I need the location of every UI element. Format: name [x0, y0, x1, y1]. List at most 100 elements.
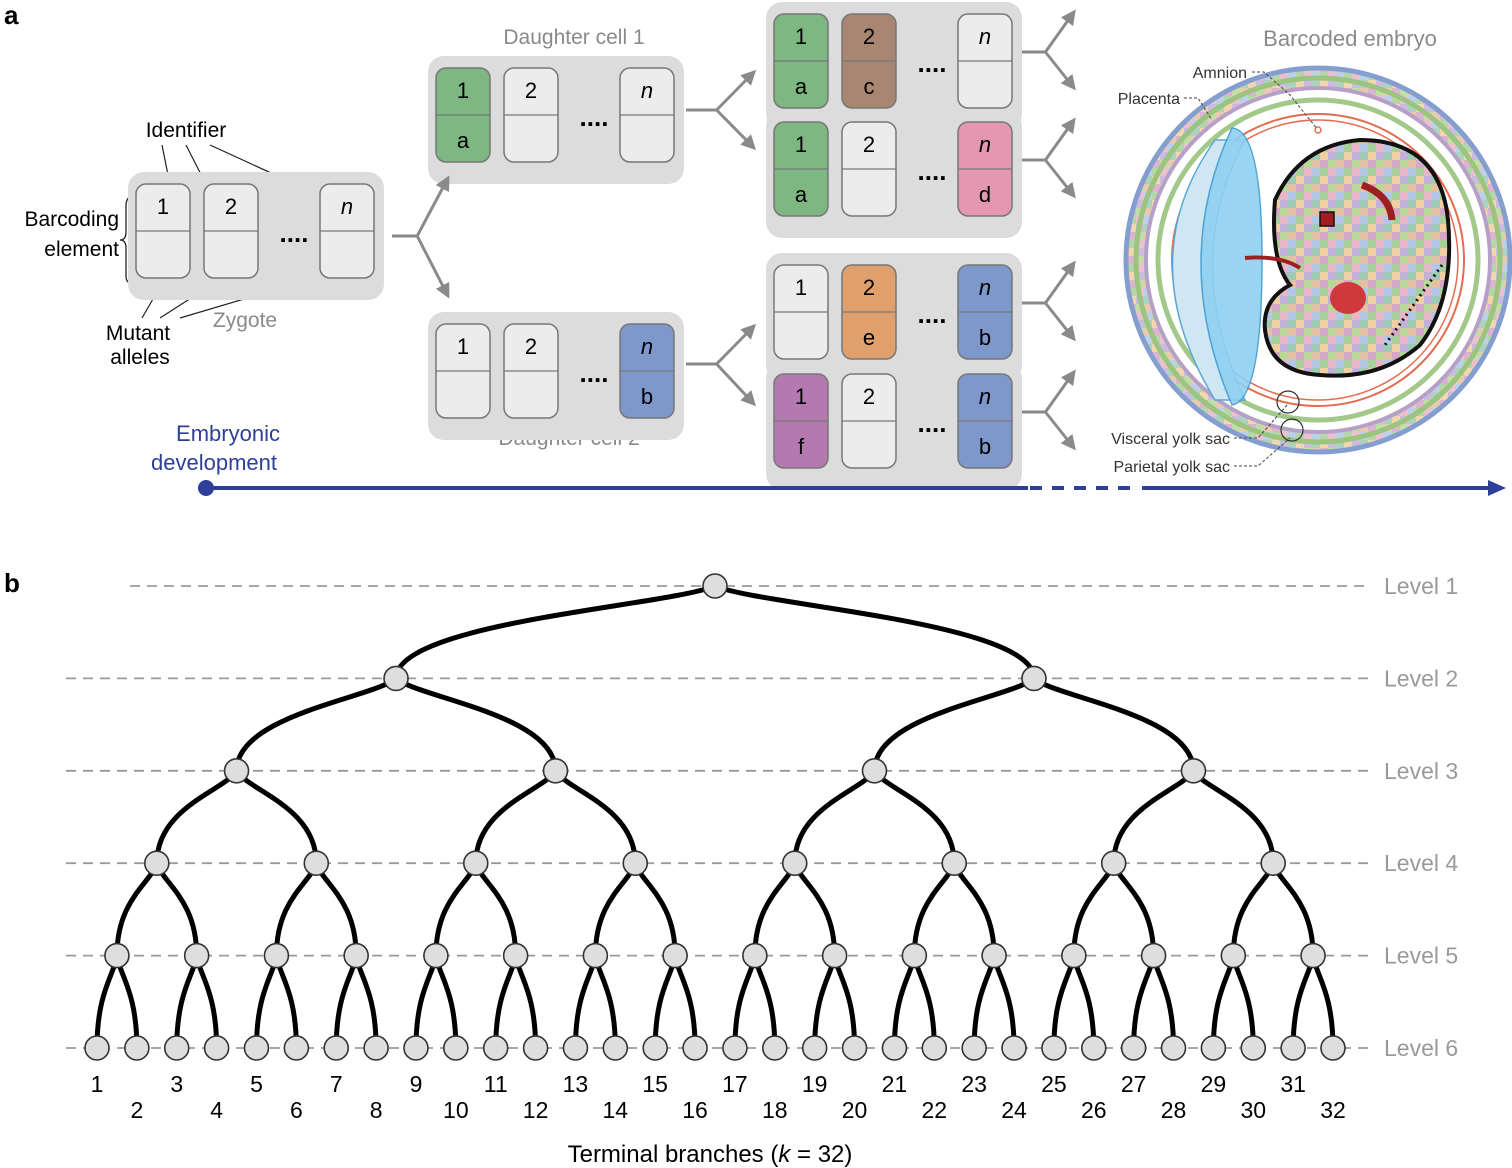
- tree-node: [462, 850, 489, 877]
- tree-branch: [871, 676, 1036, 772]
- tree-node: [482, 1035, 509, 1061]
- tree-node: [163, 1035, 190, 1061]
- level-label: Level 3: [1384, 758, 1458, 784]
- tree-node: [801, 1035, 828, 1061]
- element-identifier: n: [979, 275, 991, 300]
- leaf-label: 5: [250, 1071, 263, 1097]
- barcoding-element: 1a: [773, 13, 829, 109]
- leaf-label: 24: [1001, 1097, 1027, 1123]
- placenta-label: Placenta: [1118, 91, 1180, 108]
- gen2-division-arrow-3: [1022, 369, 1076, 451]
- leaf-label: 2: [130, 1097, 143, 1123]
- tree-branch: [632, 862, 678, 956]
- tree-branch: [513, 955, 539, 1049]
- tree-branch: [672, 955, 698, 1049]
- tree-branch: [572, 955, 598, 1049]
- tree-branch: [433, 862, 479, 956]
- tree-node: [1120, 1035, 1147, 1061]
- leaf-label: 28: [1161, 1097, 1187, 1123]
- barcoding-element: 1f: [773, 373, 829, 469]
- element-identifier: 2: [225, 194, 237, 219]
- element-identifier: 1: [457, 78, 469, 103]
- tree-branch: [812, 955, 838, 1049]
- element-identifier: 2: [863, 384, 875, 409]
- leaf-label: 30: [1240, 1097, 1266, 1123]
- tree-branch: [313, 862, 359, 956]
- level-label: Level 6: [1384, 1035, 1458, 1061]
- tree-branch: [1111, 862, 1157, 956]
- tree-branch: [1210, 955, 1236, 1049]
- tree-branch: [473, 862, 519, 956]
- tree-branch: [1191, 769, 1276, 864]
- daughter1-label: Daughter cell 1: [503, 26, 644, 49]
- tree-branch: [234, 676, 398, 772]
- tree-branch: [1071, 955, 1097, 1049]
- tree-branch: [1131, 955, 1157, 1049]
- tree-node: [1300, 942, 1326, 969]
- tree-branch: [114, 862, 160, 956]
- tree-node: [1080, 1035, 1107, 1061]
- element-allele: b: [979, 325, 991, 350]
- tree-node: [961, 1035, 987, 1061]
- element-identifier: n: [641, 334, 653, 359]
- barcoding-element: n: [319, 183, 375, 279]
- tree-node: [1140, 942, 1167, 969]
- element-identifier: 2: [863, 24, 875, 49]
- tree-branch: [872, 769, 957, 864]
- level-label: Level 4: [1384, 850, 1458, 876]
- barcoding-element: 2: [503, 323, 559, 419]
- leaf-label: 13: [563, 1071, 589, 1097]
- tree-branch: [553, 769, 638, 864]
- tree-node: [582, 942, 609, 969]
- tree-branch: [1270, 862, 1316, 956]
- gen2-division-arrow-0: [1022, 9, 1076, 91]
- tree-branch: [891, 955, 917, 1049]
- tree-node: [403, 1035, 429, 1061]
- embryo-title: Barcoded embryo: [1263, 26, 1437, 51]
- element-identifier: 2: [863, 132, 875, 157]
- tree-node: [1320, 1035, 1346, 1061]
- tree-node: [722, 1035, 748, 1061]
- tree-branch: [234, 769, 319, 864]
- element-identifier: 2: [525, 334, 537, 359]
- tree-node: [502, 942, 529, 969]
- element-identifier: n: [979, 384, 991, 409]
- tree-branch: [1032, 676, 1196, 772]
- terminal-branches-label: Terminal branches (k = 32): [568, 1141, 853, 1168]
- visceral-yolk-sac-label: Visceral yolk sac: [1111, 431, 1230, 448]
- tree-node: [84, 1035, 110, 1061]
- ellipsis: ....: [918, 48, 947, 78]
- barcoding-element: 2e: [841, 264, 897, 360]
- element-identifier: 2: [863, 275, 875, 300]
- element-identifier: 1: [795, 132, 807, 157]
- leaf-label: 1: [91, 1071, 104, 1097]
- element-identifier: 1: [795, 24, 807, 49]
- barcoding-element: 2: [203, 183, 259, 279]
- barcoding-element: 2: [841, 121, 897, 217]
- leaf-label: 3: [170, 1071, 183, 1097]
- leaf-label: 8: [370, 1097, 383, 1123]
- tree-nodes: [84, 573, 1346, 1061]
- element-allele: b: [641, 384, 653, 409]
- tree-branch: [333, 955, 359, 1049]
- tree-node: [223, 757, 250, 784]
- mutant-alleles-label-2: alleles: [110, 346, 170, 369]
- tree-node: [144, 850, 170, 877]
- element-allele: c: [864, 74, 875, 99]
- tree-node: [602, 1035, 629, 1061]
- tree-branch: [1151, 955, 1177, 1049]
- tree-branch: [752, 862, 798, 956]
- zygote-division-arrow: [392, 175, 450, 299]
- element-allele: b: [979, 434, 991, 459]
- tree-branch: [1230, 862, 1276, 956]
- tree-node: [243, 1035, 270, 1061]
- leaf-label: 18: [762, 1097, 788, 1123]
- barcoding-element-label-1: Barcoding: [24, 208, 119, 231]
- tree-node: [104, 942, 130, 969]
- daughter1-division-arrow: [686, 69, 757, 151]
- barcoding-element: nb: [957, 373, 1013, 469]
